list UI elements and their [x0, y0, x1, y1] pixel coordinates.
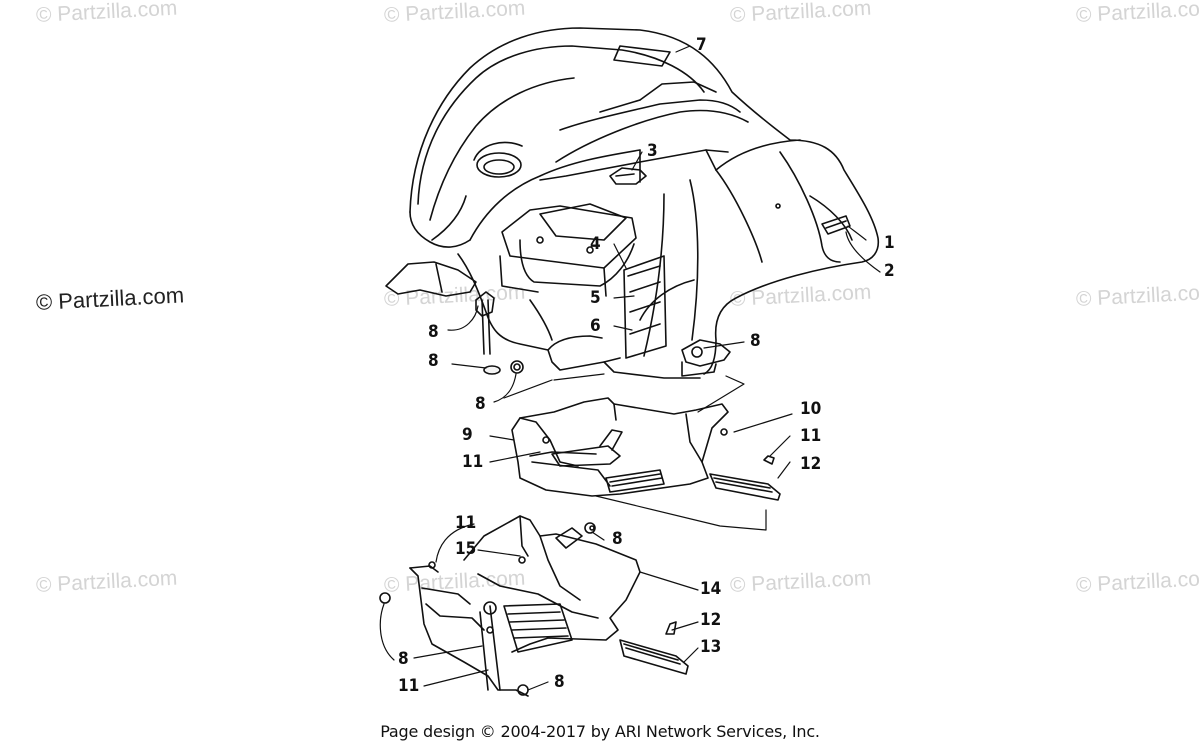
- callout-12: 12: [700, 610, 722, 630]
- callout-9: 8: [428, 351, 439, 371]
- lower-fasteners: [379, 455, 775, 696]
- callout-13: 13: [700, 637, 722, 657]
- callout-11: 11: [398, 676, 420, 696]
- copyright-footer: Page design © 2004-2017 by ARI Network S…: [380, 722, 820, 741]
- callout-10: 9: [462, 425, 473, 445]
- callout-1: 1: [884, 233, 895, 253]
- leader-lines: [379, 45, 881, 691]
- callout-8: 8: [475, 394, 486, 414]
- left-fasteners: [475, 291, 524, 375]
- callout-8: 8: [428, 322, 439, 342]
- footrest-pad-upper: [709, 473, 781, 501]
- callout-15: 15: [455, 539, 477, 559]
- callout-11: 10: [800, 399, 822, 419]
- callout-8: 8: [750, 331, 761, 351]
- callout-14: 14: [700, 579, 722, 599]
- footwell-upper: [511, 397, 729, 497]
- callout-4: 4: [590, 234, 601, 254]
- callout-2: 2: [884, 261, 895, 281]
- callout-5: 5: [590, 288, 601, 308]
- footwell-lower: [409, 515, 641, 697]
- callout-13: 12: [800, 454, 822, 474]
- callout-3: 3: [647, 141, 658, 161]
- callout-7: 7: [696, 35, 707, 55]
- callout-8: 8: [554, 672, 565, 692]
- rear-rack-body: [385, 27, 880, 379]
- callout-11: 11: [455, 513, 477, 533]
- callout-11: 11: [462, 452, 484, 472]
- callout-12: 11: [800, 426, 822, 446]
- callout-6: 6: [590, 316, 601, 336]
- callout-8: 8: [612, 529, 623, 549]
- footrest-pad-lower: [619, 639, 689, 675]
- callout-8: 8: [398, 649, 409, 669]
